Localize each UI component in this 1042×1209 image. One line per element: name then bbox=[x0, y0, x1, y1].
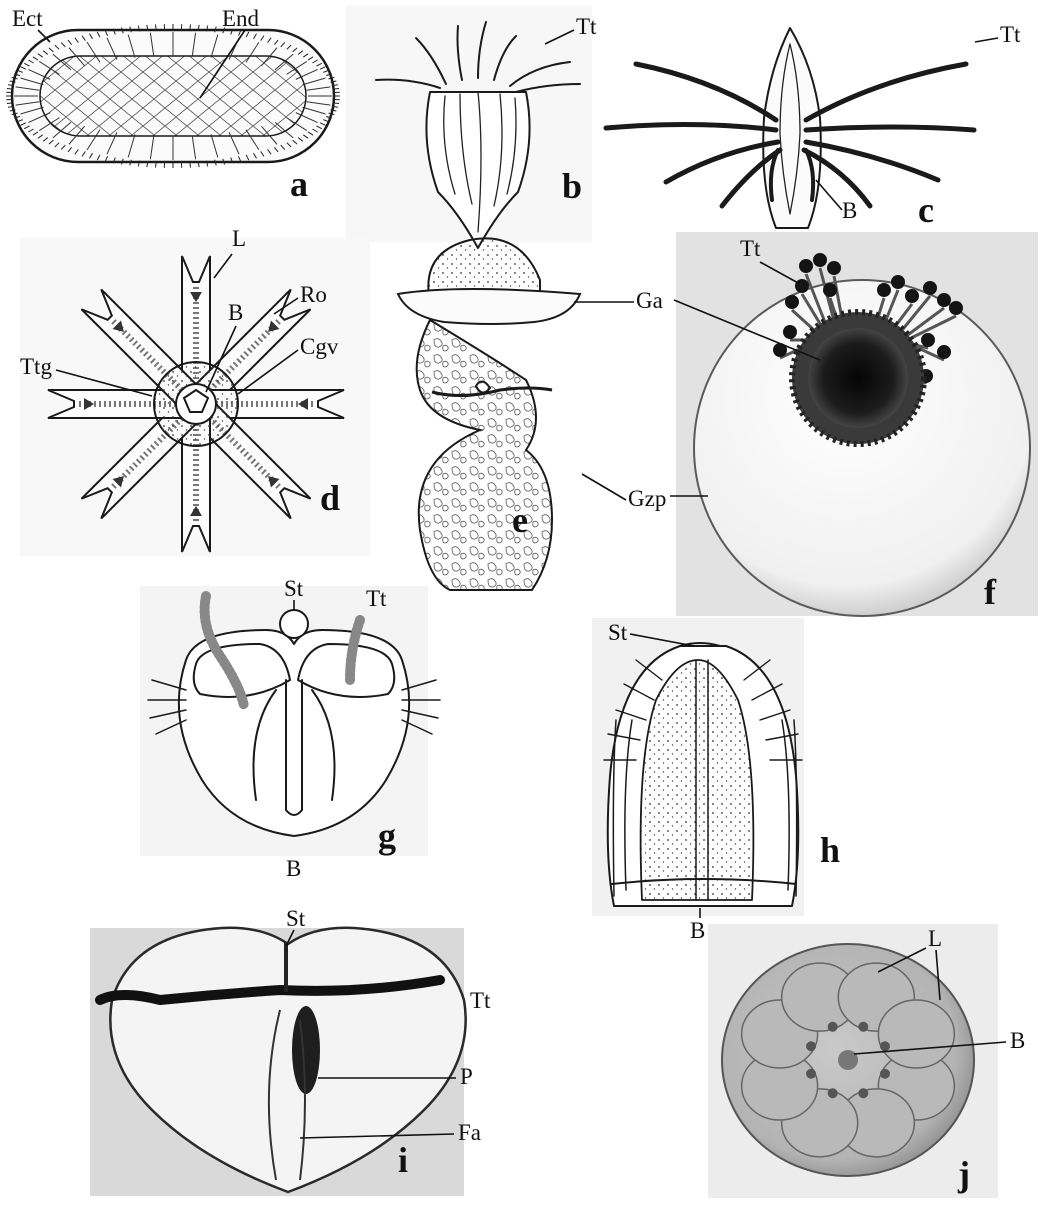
label-b-d: B bbox=[228, 300, 243, 325]
panel-g: St Tt B g bbox=[140, 576, 440, 881]
label-ro-d: Ro bbox=[300, 282, 327, 307]
panel-a: Ect End a bbox=[6, 6, 340, 204]
panel-letter-f: f bbox=[984, 572, 997, 612]
leader-b-c bbox=[816, 180, 842, 210]
label-tt-i: Tt bbox=[470, 988, 491, 1013]
pigment-mass bbox=[292, 1006, 320, 1094]
label-tt-b: Tt bbox=[576, 14, 597, 39]
label-end: End bbox=[222, 6, 260, 31]
label-tt-f: Tt bbox=[740, 236, 761, 261]
panel-i: St Tt P Fa i bbox=[90, 906, 491, 1196]
panel-j: L B j bbox=[708, 924, 1025, 1198]
label-st-g: St bbox=[284, 576, 304, 601]
label-b-c: B bbox=[842, 198, 857, 223]
panel-d: L Ro B Ttg Cgv d bbox=[20, 226, 370, 556]
panel-letter-c: c bbox=[918, 190, 934, 230]
panel-letter-j: j bbox=[957, 1154, 970, 1194]
panel-letter-a: a bbox=[290, 164, 308, 204]
panel-letter-e: e bbox=[512, 500, 528, 540]
label-ga-e: Ga bbox=[636, 288, 663, 313]
label-l-d: L bbox=[232, 226, 246, 251]
label-fa-i: Fa bbox=[458, 1120, 481, 1145]
panel-letter-g: g bbox=[378, 816, 396, 856]
label-cgv-d: Cgv bbox=[300, 334, 339, 359]
label-st-h: St bbox=[608, 620, 628, 645]
leader-gzp-e bbox=[582, 474, 626, 500]
label-ttg-d: Ttg bbox=[20, 354, 52, 379]
label-b-h: B bbox=[690, 918, 705, 943]
panel-letter-d: d bbox=[320, 478, 340, 518]
panel-h: St B h bbox=[592, 618, 840, 943]
panel-e: Ga Gzp e bbox=[398, 238, 666, 590]
label-gzp-e: Gzp bbox=[628, 486, 666, 511]
panel-b: Tt b bbox=[346, 6, 597, 248]
panel-letter-i: i bbox=[398, 1140, 408, 1180]
label-b-g: B bbox=[286, 856, 301, 881]
panel-letter-h: h bbox=[820, 830, 840, 870]
label-tt-g: Tt bbox=[366, 586, 387, 611]
leader-tt-c bbox=[975, 38, 998, 42]
label-p-i: P bbox=[460, 1064, 473, 1089]
label-b-j: B bbox=[1010, 1028, 1025, 1053]
panel-c: Tt B c bbox=[606, 22, 1021, 230]
planula-drawing bbox=[6, 24, 340, 168]
manubrium-core bbox=[808, 328, 908, 428]
label-l-j: L bbox=[928, 926, 942, 951]
label-ect: Ect bbox=[12, 6, 43, 31]
label-tt-c: Tt bbox=[1000, 22, 1021, 47]
panel-letter-b: b bbox=[562, 166, 582, 206]
gastrozooid-drawing bbox=[398, 238, 580, 590]
panel-f: Tt f bbox=[670, 232, 1038, 616]
label-st-i: St bbox=[286, 906, 306, 931]
